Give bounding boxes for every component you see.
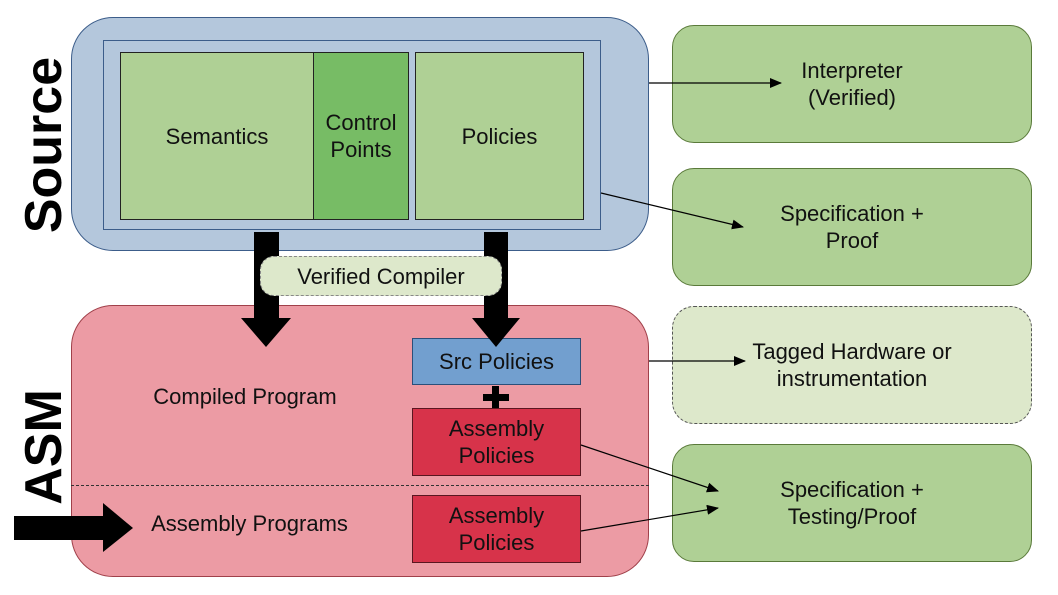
input-arrow (14, 503, 133, 552)
compiled-program-label: Compiled Program (125, 380, 365, 412)
specification-proof-box: Specification + Proof (672, 168, 1032, 286)
semantics-box: Semantics (120, 52, 314, 220)
plus-horizontal (483, 394, 509, 401)
specification-proof-label: Specification + Proof (780, 201, 924, 253)
asm-divider (71, 485, 649, 486)
verified-compiler-text: Verified Compiler (297, 263, 465, 289)
tagged-hardware-label: Tagged Hardware or instrumentation (752, 339, 952, 391)
policies-box: Policies (415, 52, 584, 220)
assembly-policies-label: Assembly Policies (448, 416, 545, 468)
policies-label: Policies (461, 123, 538, 149)
assembly-policies-box-lower: Assembly Policies (412, 495, 581, 563)
semantics-label: Semantics (165, 123, 269, 149)
specification-testing-box: Specification + Testing/Proof (672, 444, 1032, 562)
compiled-program-text: Compiled Program (153, 383, 337, 409)
assembly-policies-lower-label: Assembly Policies (448, 503, 545, 555)
tagged-hardware-box: Tagged Hardware or instrumentation (672, 306, 1032, 424)
interpreter-label: Interpreter (Verified) (801, 58, 903, 110)
src-policies-label: Src Policies (439, 349, 554, 374)
verified-compiler-label: Verified Compiler (260, 256, 502, 296)
assembly-programs-text: Assembly Programs (151, 510, 348, 536)
assembly-policies-box: Assembly Policies (412, 408, 581, 476)
arrow-to-spec-testing-lower (580, 504, 719, 532)
control-points-box: Control Points (313, 52, 409, 220)
assembly-programs-label: Assembly Programs (132, 507, 367, 539)
arrow-to-spec-proof (600, 192, 744, 230)
source-inner-frame (103, 40, 601, 230)
specification-testing-label: Specification + Testing/Proof (780, 477, 924, 529)
control-points-label: Control Points (325, 110, 397, 162)
interpreter-box: Interpreter (Verified) (672, 25, 1032, 143)
src-policies-box: Src Policies (412, 338, 581, 385)
arrow-to-spec-testing-upper (580, 444, 719, 493)
